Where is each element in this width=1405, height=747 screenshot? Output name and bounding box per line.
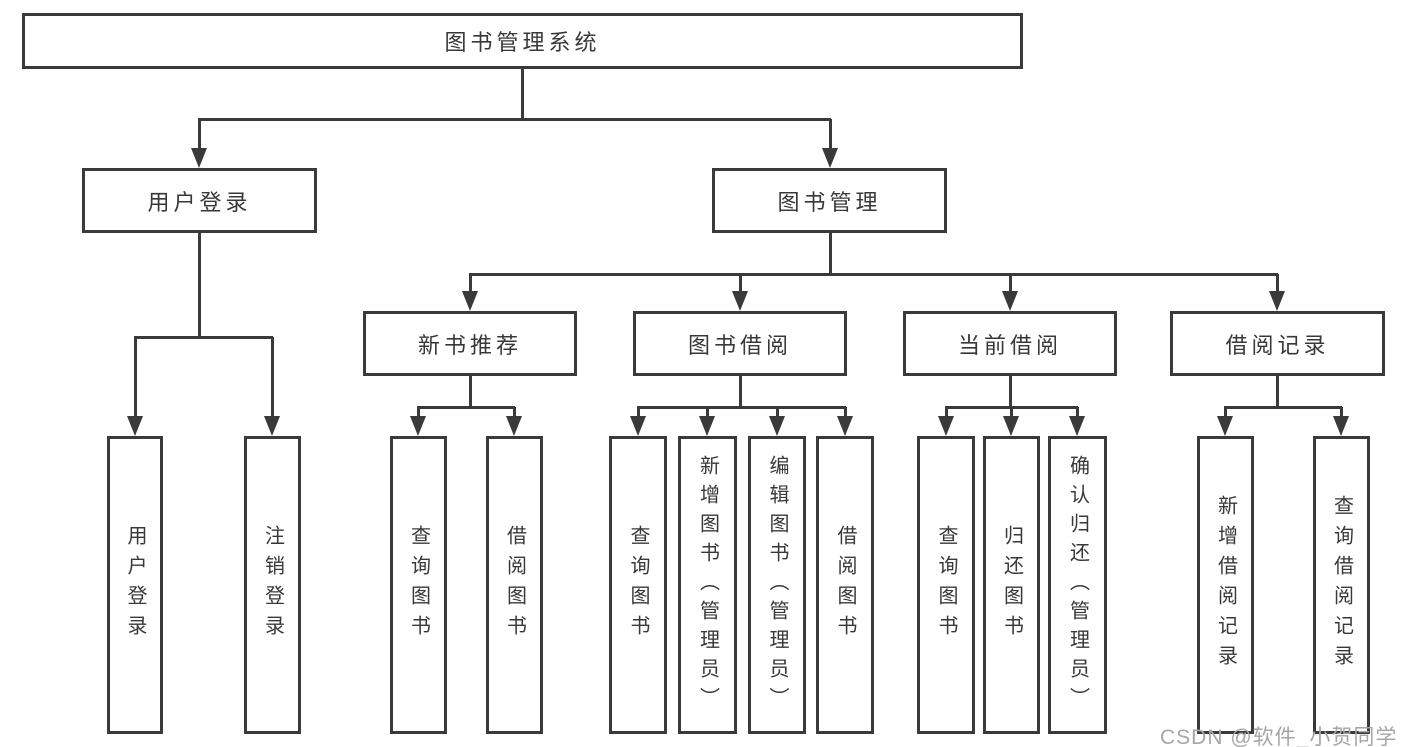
node-label: 图书管理 — [777, 189, 882, 215]
connector-line — [198, 118, 831, 121]
arrow-down-icon — [462, 291, 478, 311]
node-label: 查询图书 — [627, 525, 649, 645]
node-book-borrowing: 图书借阅 — [633, 311, 847, 376]
leaf-add-borrow-record: 新增借阅记录 — [1197, 436, 1254, 734]
connector-line — [945, 407, 948, 422]
arrow-down-icon — [699, 416, 715, 436]
leaf-borrow-books: 借阅图书 — [816, 436, 874, 734]
arrow-down-icon — [769, 416, 785, 436]
connector-line — [521, 66, 524, 121]
arrow-down-icon — [1069, 416, 1085, 436]
node-label: 查询图书 — [407, 525, 430, 645]
node-label: 用户登录 — [147, 189, 252, 215]
node-library-management-system: 图书管理系统 — [22, 13, 1023, 69]
connector-line — [1224, 407, 1227, 422]
leaf-query-books-recommend: 查询图书 — [390, 436, 447, 734]
connector-line — [134, 336, 273, 339]
node-label: 图书借阅 — [687, 332, 792, 358]
node-label: 新书推荐 — [417, 332, 522, 358]
node-label: 图书管理系统 — [444, 30, 601, 55]
node-label: 新增图书（管理员） — [696, 454, 719, 716]
connector-line — [1076, 407, 1079, 422]
connector-line — [469, 375, 472, 409]
connector-line — [271, 337, 274, 421]
leaf-borrow-books-recommend: 借阅图书 — [486, 436, 543, 734]
arrow-down-icon — [938, 416, 954, 436]
node-label: 借阅图书 — [503, 525, 526, 645]
node-current-borrowing: 当前借阅 — [903, 311, 1117, 376]
node-label: 新增借阅记录 — [1214, 495, 1237, 675]
arrow-down-icon — [410, 416, 426, 436]
connector-line — [1276, 375, 1279, 409]
arrow-down-icon — [1003, 416, 1019, 436]
node-label: 用户登录 — [124, 525, 146, 645]
node-label: 借阅记录 — [1225, 332, 1330, 358]
arrow-down-icon — [1002, 291, 1018, 311]
arrow-down-icon — [506, 416, 522, 436]
leaf-return-book: 归还图书 — [983, 436, 1040, 734]
node-label: 借阅图书 — [834, 525, 856, 645]
connector-line — [829, 232, 832, 276]
node-label: 查询图书 — [935, 525, 957, 645]
arrow-down-icon — [1269, 291, 1285, 311]
connector-line — [706, 407, 709, 422]
node-user-login-branch: 用户登录 — [82, 168, 317, 233]
node-new-book-recommendation: 新书推荐 — [363, 311, 577, 376]
csdn-watermark: CSDN @软件_小贺同学 — [1160, 726, 1398, 747]
connector-line — [739, 274, 742, 296]
node-label: 当前借阅 — [957, 332, 1062, 358]
leaf-query-books-current: 查询图书 — [917, 436, 975, 734]
leaf-add-book-admin: 新增图书（管理员） — [678, 436, 737, 734]
arrow-down-icon — [732, 291, 748, 311]
connector-line — [1224, 406, 1342, 409]
arrow-down-icon — [822, 148, 838, 168]
connector-line — [829, 119, 832, 152]
node-label: 确认归还（管理员） — [1066, 454, 1089, 716]
connector-line — [637, 406, 846, 409]
arrow-down-icon — [264, 416, 280, 436]
connector-line — [417, 407, 420, 422]
arrow-down-icon — [1333, 416, 1349, 436]
connector-line — [739, 375, 742, 409]
connector-line — [469, 273, 1278, 276]
connector-line — [1009, 274, 1012, 296]
connector-line — [844, 407, 847, 422]
leaf-logout: 注销登录 — [244, 436, 301, 734]
arrow-down-icon — [837, 416, 853, 436]
connector-line — [1010, 407, 1013, 422]
node-label: 归还图书 — [1000, 525, 1023, 645]
node-book-management-branch: 图书管理 — [712, 168, 947, 233]
leaf-user-login: 用户登录 — [107, 436, 163, 734]
leaf-confirm-return-admin: 确认归还（管理员） — [1048, 436, 1107, 734]
leaf-query-borrow-record: 查询借阅记录 — [1313, 436, 1370, 734]
node-borrowing-records: 借阅记录 — [1170, 311, 1385, 376]
connector-line — [417, 406, 515, 409]
connector-line — [198, 119, 201, 152]
connector-line — [198, 232, 201, 339]
node-label: 编辑图书（管理员） — [766, 454, 788, 716]
node-label: 注销登录 — [261, 525, 284, 645]
connector-line — [1340, 407, 1343, 422]
connector-line — [469, 274, 472, 296]
leaf-query-books-borrow: 查询图书 — [609, 436, 667, 734]
connector-line — [776, 407, 779, 422]
arrow-down-icon — [127, 416, 143, 436]
connector-line — [1276, 274, 1279, 296]
node-label: 查询借阅记录 — [1330, 495, 1353, 675]
arrow-down-icon — [630, 416, 646, 436]
arrow-down-icon — [191, 148, 207, 168]
connector-line — [513, 407, 516, 422]
connector-line — [637, 407, 640, 422]
connector-line — [134, 337, 137, 421]
leaf-edit-book-admin: 编辑图书（管理员） — [748, 436, 806, 734]
connector-line — [1009, 375, 1012, 409]
arrow-down-icon — [1217, 416, 1233, 436]
